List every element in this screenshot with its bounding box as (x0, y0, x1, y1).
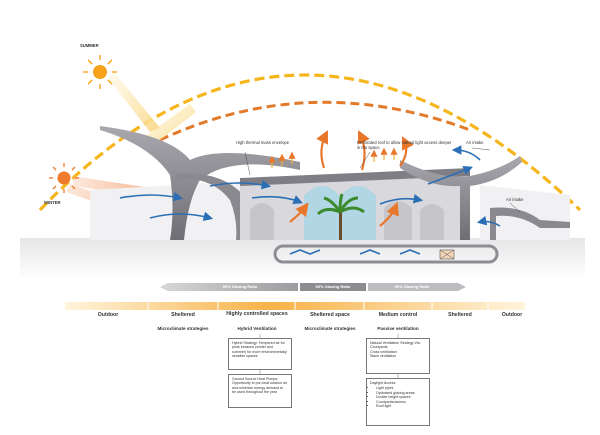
glazing-bar-1 (168, 283, 298, 291)
strategy-highly-controlled: Hybrid Ventilation (237, 326, 277, 331)
natural-ventilation-title: Natural Ventilation Strategy Via: (370, 341, 421, 345)
zone-sheltered-right: Sheltered (448, 312, 472, 318)
right-edge-canopy (490, 207, 570, 240)
daylight-access-box: Daylight Access Light pipes Optimised gl… (366, 378, 430, 426)
summer-sun-ray (108, 72, 160, 132)
annotation-leaders (244, 147, 521, 213)
box-connectors (259, 334, 399, 378)
glazing-bar-3-label: 90% Glazing Ratio (394, 284, 430, 289)
courtyard-arch-left (304, 186, 340, 240)
daylight-item: Roof light (376, 404, 426, 408)
zone-outdoor-left: Outdoor (97, 312, 119, 318)
zone-medium-control: Medium control (378, 312, 418, 318)
right-canopy (400, 156, 522, 240)
left-canopy (100, 126, 300, 240)
daylight-item: Light pipes (376, 386, 426, 390)
winter-sun-path (159, 100, 471, 142)
glazing-bar-1-label: 90% Glazing Ratio (222, 284, 258, 289)
summer-sun-ray-2 (140, 104, 196, 148)
right-arch (384, 201, 412, 240)
daylight-item: Double height spaces (376, 395, 426, 399)
thermal-mass-label: High thermal mass envelope (236, 140, 290, 145)
glazing-bar-2-label: 60% Glazing Ratio (315, 284, 351, 289)
summer-sun-path (38, 73, 582, 212)
strategy-sheltered-space: Microclimate strategies (304, 326, 356, 331)
right-arch-2 (420, 204, 444, 240)
daylight-item: Courtyards/access (376, 400, 426, 404)
summer-sun-icon (83, 55, 117, 89)
ground-plane (20, 238, 585, 280)
hybrid-strategy-box: Hybrid Strategy: Tempered air for peak s… (228, 338, 292, 370)
wind-flow-arrows (119, 145, 501, 255)
natural-ventilation-item: Stack ventilation (370, 354, 397, 359)
winter-sun-icon (49, 163, 79, 193)
courtyard-arch-right (340, 186, 376, 240)
zone-sheltered-space: Sheltered space (310, 312, 350, 318)
ground-source-box: Ground Source Heat Pumps: Opportunity to… (228, 374, 292, 408)
stack-ventilation-arrows (268, 147, 398, 168)
air-intake-lower-label: Air intake (506, 197, 524, 202)
summer-label: SUMMER (80, 43, 99, 48)
glazing-bar-3 (368, 283, 458, 291)
courtyard-palm-tree (316, 193, 365, 240)
underground-air-duct (273, 244, 499, 264)
natural-ventilation-item: Courtyards (370, 345, 388, 350)
daylight-access-title: Daylight Access (370, 381, 396, 385)
zone-sheltered-left: Sheltered (171, 312, 195, 318)
zone-outdoor-right: Outdoor (501, 312, 523, 318)
winter-label: WINTER (44, 200, 61, 205)
daylight-item: Optimised glazing areas (376, 391, 426, 395)
zone-dividers (147, 302, 489, 310)
natural-ventilation-item: Cross ventilation (370, 349, 397, 354)
strategy-medium-control: Passive ventilation (377, 326, 419, 331)
glazing-bar-2 (300, 283, 366, 291)
perforated-roof-label: Perforated roof to allow natural light a… (357, 140, 452, 150)
zone-highly-controlled: Highly controlled spaces (226, 311, 288, 317)
air-intake-upper-label: Air intake (466, 140, 484, 145)
heat-flow-arrows (289, 130, 414, 227)
left-arch (250, 203, 274, 240)
strategy-sheltered-left: Microclimate strategies (157, 326, 209, 331)
natural-ventilation-box: Natural Ventilation Strategy Via: Courty… (366, 338, 430, 374)
